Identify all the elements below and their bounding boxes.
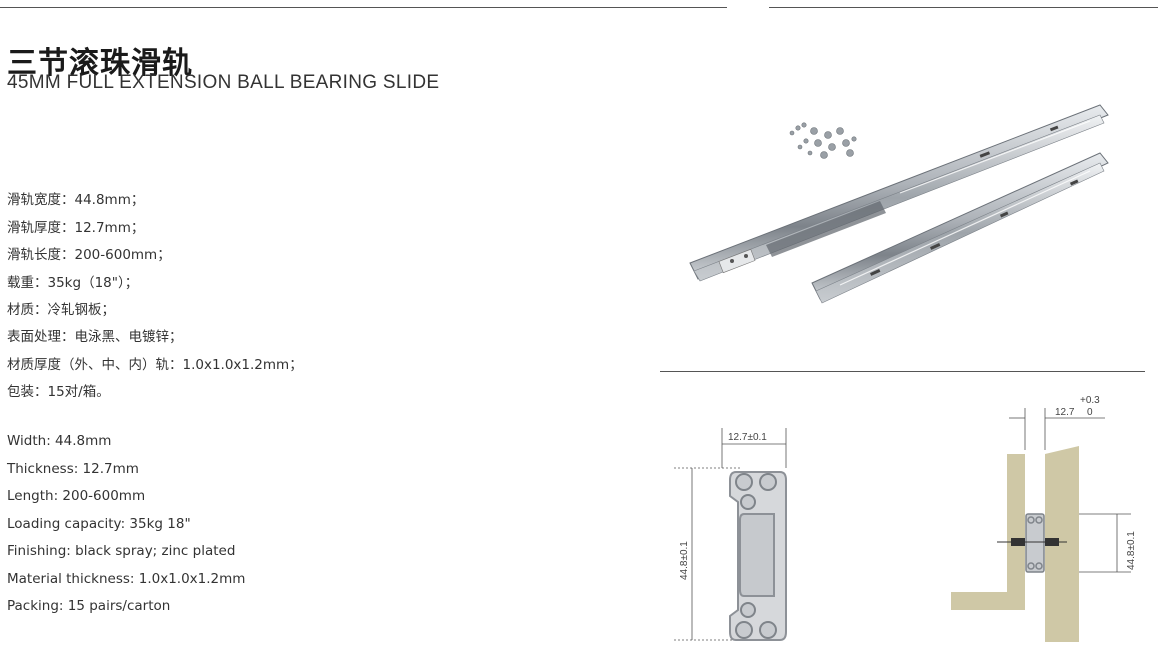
rail-section-icon xyxy=(1025,513,1045,573)
spec-en-material-thickness: Material thickness: 1.0x1.0x1.2mm xyxy=(7,571,246,587)
top-rule-right xyxy=(769,7,1158,8)
spec-cn-packing: 包装：15对/箱。 xyxy=(7,384,110,400)
spec-cn-material-thickness: 材质厚度（外、中、内）轨：1.0x1.0x1.2mm； xyxy=(7,357,303,373)
screws-icon xyxy=(789,122,857,159)
thickness-dimension-label: 12.7±0.1 xyxy=(728,432,767,443)
spec-en-width: Width: 44.8mm xyxy=(7,433,112,449)
gap-lower-label: 0 xyxy=(1087,407,1093,418)
installation-drawing: +0.3 12.7 0 44.8±0.1 xyxy=(951,395,1137,642)
slide-closed xyxy=(811,152,1109,304)
drawer-side-panel xyxy=(1045,446,1079,642)
spec-en-finish: Finishing: black spray; zinc plated xyxy=(7,543,236,559)
middle-rule-right xyxy=(660,371,1145,372)
product-photo xyxy=(689,104,1109,304)
spec-en-load: Loading capacity: 35kg 18" xyxy=(7,516,191,532)
height-dimension-label-1: 44.8±0.1 xyxy=(679,541,690,580)
page-title-cn: 三节滚珠滑轨 xyxy=(7,46,193,81)
rail-profile-icon xyxy=(729,471,787,641)
spec-cn-width: 滑轨宽度：44.8mm； xyxy=(7,192,145,208)
spec-cn-finish: 表面处理：电泳黑、电镀锌； xyxy=(7,329,183,345)
cross-section-drawing: 12.7±0.1 44.8±0.1 xyxy=(674,428,787,641)
page-title-en: 45MM FULL EXTENSION BALL BEARING SLIDE xyxy=(7,72,440,93)
ball-bearings-icon xyxy=(735,473,777,639)
cabinet-side-panel xyxy=(951,454,1025,610)
spec-cn-load: 载重：35kg（18"）； xyxy=(7,275,139,291)
spec-cn-thickness: 滑轨厚度：12.7mm； xyxy=(7,220,145,236)
spec-en-length: Length: 200-600mm xyxy=(7,488,146,504)
tolerance-label: +0.3 xyxy=(1080,395,1100,406)
spec-en-packing: Packing: 15 pairs/carton xyxy=(7,598,171,614)
gap-label: 12.7 xyxy=(1055,407,1075,418)
spec-en-thickness: Thickness: 12.7mm xyxy=(7,461,139,477)
spec-cn-length: 滑轨长度：200-600mm； xyxy=(7,247,171,263)
height-dimension-label-2: 44.8±0.1 xyxy=(1126,531,1137,570)
slide-extended xyxy=(689,104,1109,282)
screw-icon xyxy=(997,538,1067,546)
spec-cn-material: 材质：冷轧钢板； xyxy=(7,302,115,318)
top-rule-left xyxy=(0,7,727,8)
